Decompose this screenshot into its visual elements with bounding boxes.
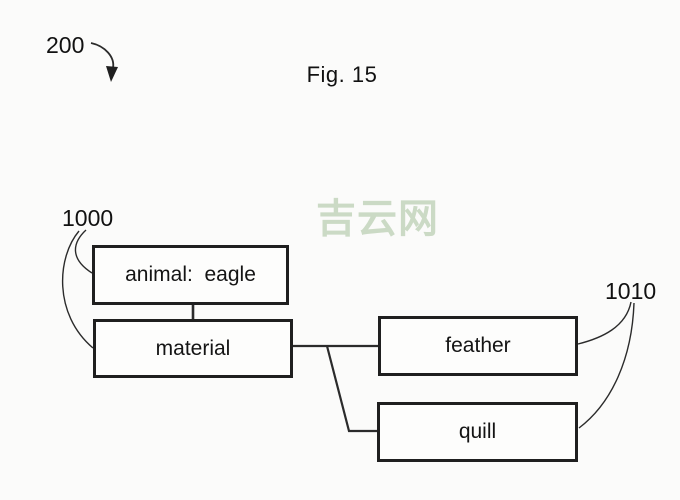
node-quill-label: quill <box>458 420 497 443</box>
ref-200-arrow-curve <box>90 42 115 69</box>
figure-title: Fig. 15 <box>306 62 378 87</box>
ref-label-200: 200 <box>46 32 85 58</box>
node-animal-eagle: animal: eagle <box>92 245 289 305</box>
link-material-quill <box>325 345 379 433</box>
ref-label-1000: 1000 <box>62 205 114 231</box>
node-feather: feather <box>378 316 578 376</box>
ref-label-1010: 1010 <box>605 278 657 304</box>
node-material-label: material <box>155 336 231 360</box>
ref-1000-leader-material <box>62 230 94 349</box>
node-material: material <box>93 319 293 378</box>
ref-1000-leader-animal <box>74 229 93 274</box>
ref-1010-leader-quill <box>578 302 635 429</box>
ref-1010-leader-feather <box>577 301 632 345</box>
ref-200-arrowhead <box>106 66 118 82</box>
node-animal-eagle-label: animal: eagle <box>125 263 256 286</box>
watermark-text: 吉云网 <box>316 197 439 241</box>
node-quill: quill <box>377 402 578 462</box>
node-feather-label: feather <box>445 334 511 357</box>
